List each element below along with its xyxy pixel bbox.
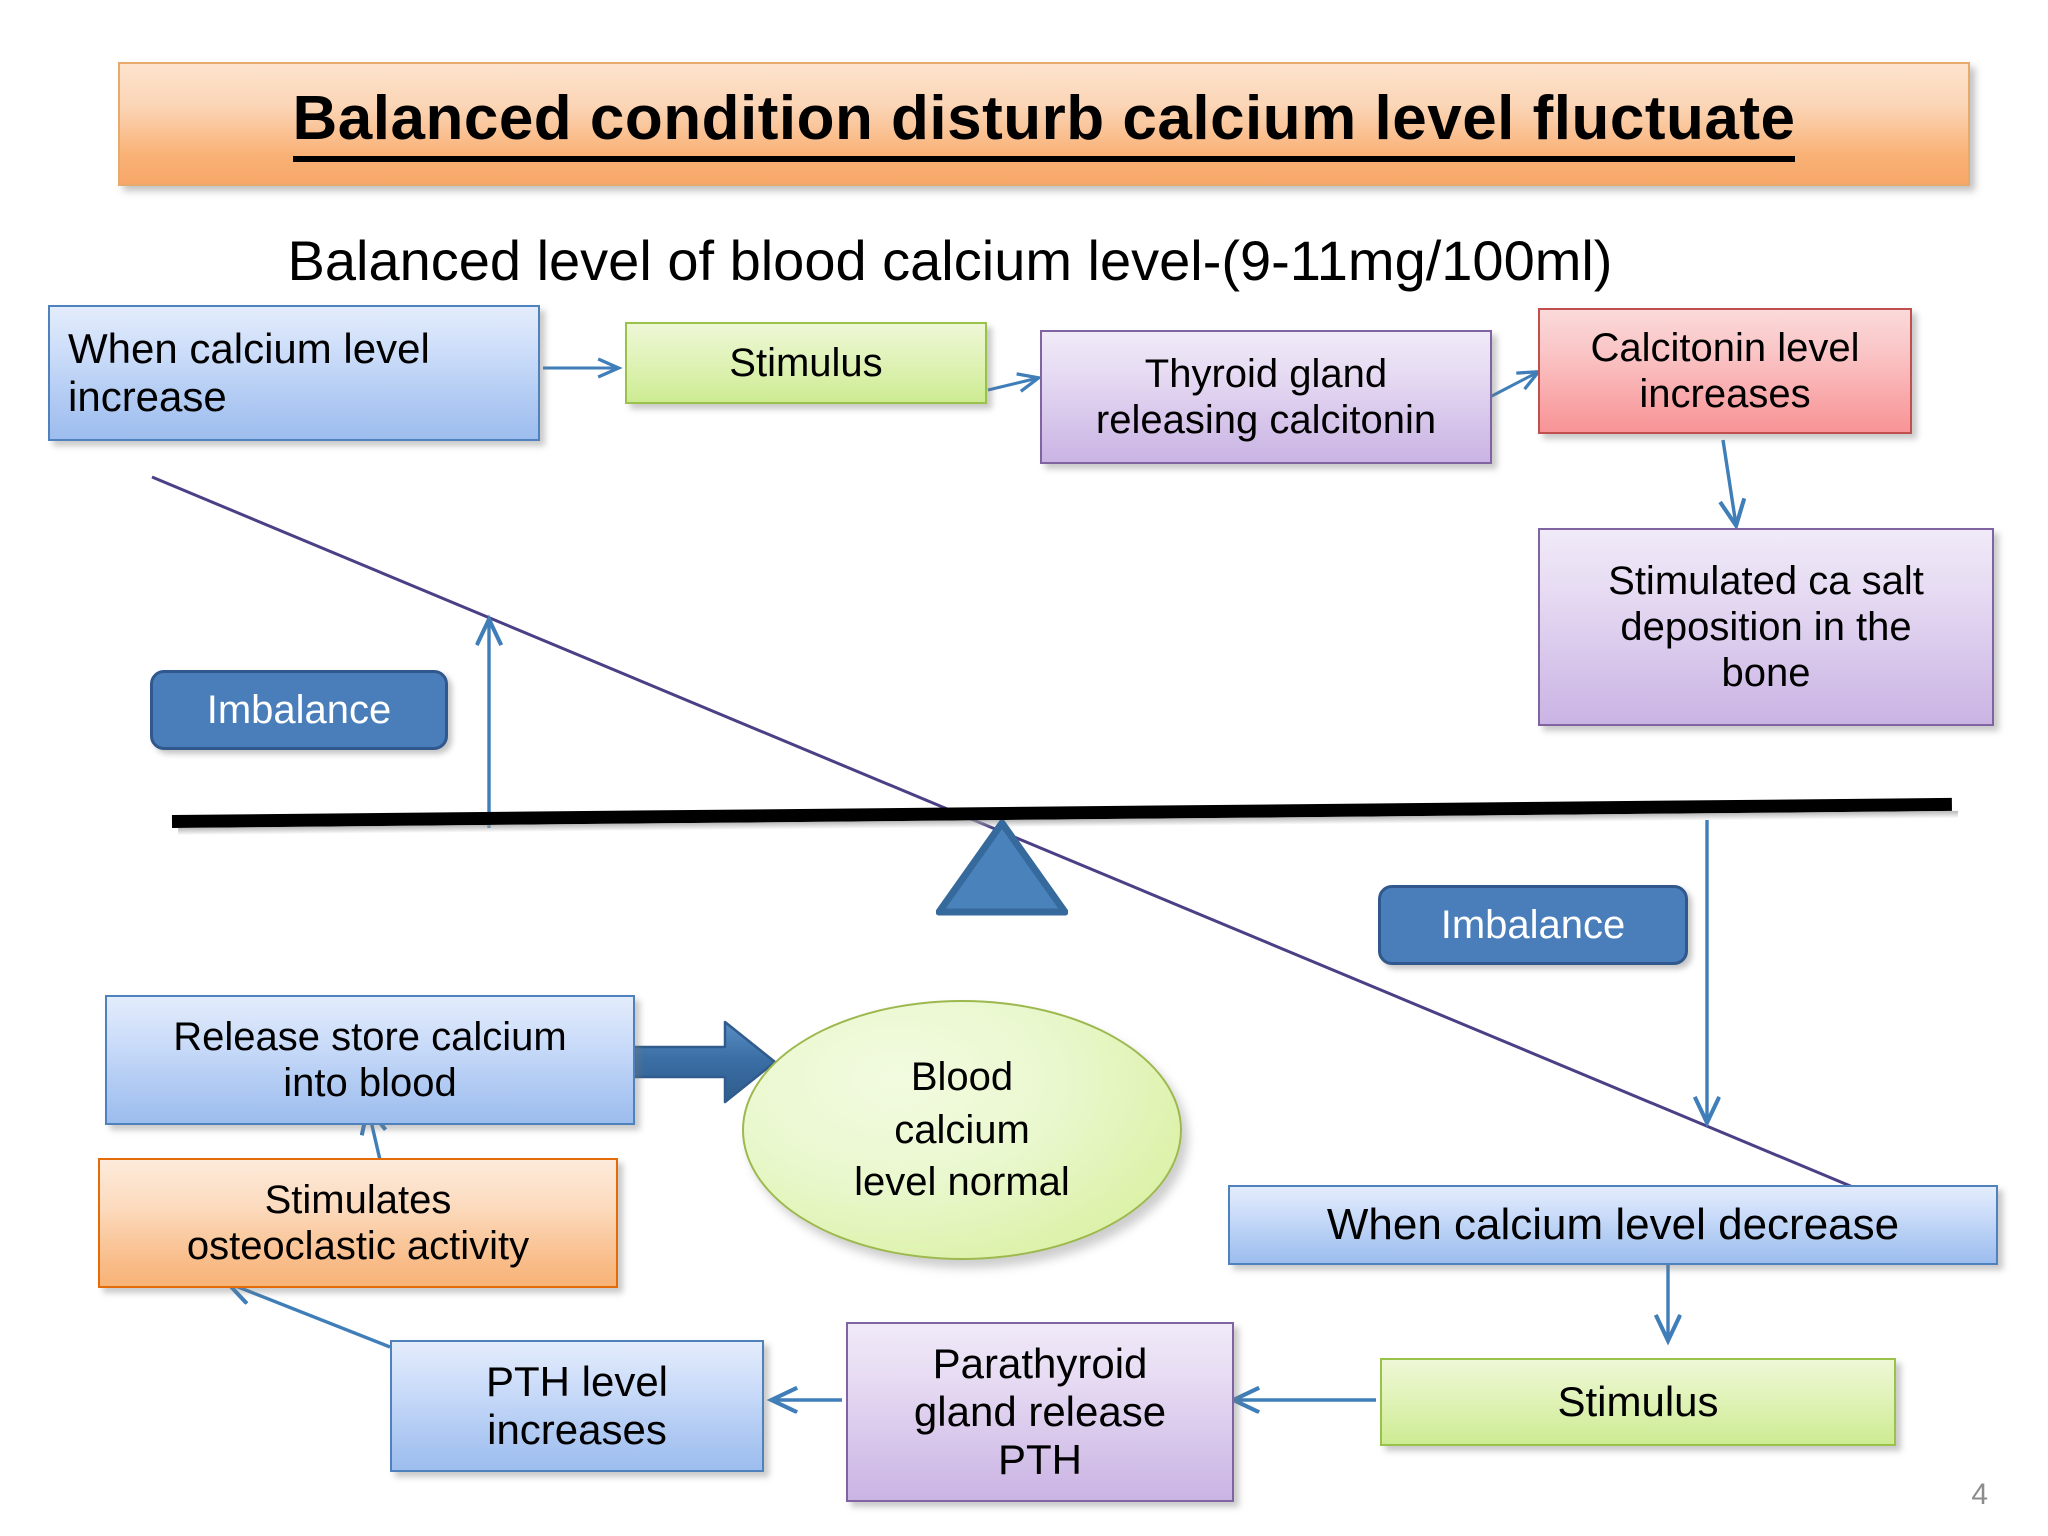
node-imbalance-left-label: Imbalance [206,687,392,732]
node-blood-line-2: calcium [894,1107,1030,1152]
node-parathyroid-line-1: Parathyroid [932,1339,1148,1387]
node-stimulus-bottom-label: Stimulus [1557,1377,1719,1425]
node-stimulus-top[interactable]: Stimulus [625,322,987,404]
arrow-calcitonin-to-deposition [1723,439,1736,525]
slide-subtitle: Balanced level of blood calcium level-(9… [287,229,1613,292]
node-release-store-calcium[interactable]: Release store calcium into blood [105,995,635,1125]
node-deposition-line-2: deposition in the [1620,605,1912,649]
node-calcium-decrease[interactable]: When calcium level decrease [1228,1185,1998,1265]
node-osteoclastic-line-1: Stimulates [264,1178,452,1222]
node-release-line-2: into blood [283,1061,457,1105]
node-imbalance-left[interactable]: Imbalance [150,670,448,750]
arrow-stimulus-to-thyroid [987,372,1043,393]
node-calcium-decrease-label: When calcium level decrease [1326,1199,1900,1249]
node-osteoclastic-line-2: osteoclastic activity [186,1224,530,1268]
node-deposition-line-1: Stimulated ca salt [1608,559,1924,603]
page-title: Balanced condition disturb calcium level… [292,86,1796,162]
node-calcium-increase-line-2: increase [68,373,227,420]
node-imbalance-right[interactable]: Imbalance [1378,885,1688,965]
node-pth-line-2: increases [487,1406,667,1453]
node-stimulus-bottom[interactable]: Stimulus [1380,1358,1896,1446]
node-thyroid-gland[interactable]: Thyroid gland releasing calcitonin [1040,330,1492,464]
node-calcitonin-line-1: Calcitonin level [1590,326,1860,370]
node-pth-line-1: PTH level [485,1357,669,1405]
page-number: 4 [1971,1478,1988,1511]
node-stimulates-osteoclastic[interactable]: Stimulates osteoclastic activity [98,1158,618,1288]
node-parathyroid-release[interactable]: Parathyroid gland release PTH [846,1322,1234,1502]
arrow-pth-to-osteoclastic [228,1283,391,1349]
node-calcium-increase-line-1: When calcium level [68,324,430,372]
node-ca-salt-deposition[interactable]: Stimulated ca salt deposition in the bon… [1538,528,1994,726]
node-blood-line-1: Blood [910,1054,1014,1099]
node-stimulus-top-label: Stimulus [729,341,883,385]
arrow-thyroid-to-calcitonin [1487,369,1543,400]
node-deposition-line-3: bone [1721,651,1811,695]
node-release-line-1: Release store calcium [173,1015,567,1059]
slide-title-banner: Balanced condition disturb calcium level… [118,62,1970,186]
node-calcitonin-increase[interactable]: Calcitonin level increases [1538,308,1912,434]
node-pth-level-increases[interactable]: PTH level increases [390,1340,764,1472]
node-calcium-increase[interactable]: When calcium level increase [48,305,540,441]
node-parathyroid-line-2: gland release [913,1387,1167,1435]
node-calcitonin-line-2: increases [1639,372,1811,416]
node-thyroid-line-2: releasing calcitonin [1095,398,1437,442]
node-parathyroid-line-3: PTH [998,1436,1082,1484]
node-blood-calcium-normal[interactable]: Blood calcium level normal [742,1000,1182,1260]
node-imbalance-right-label: Imbalance [1440,902,1626,947]
fulcrum-triangle [936,820,1068,916]
node-thyroid-line-1: Thyroid gland [1144,352,1388,396]
node-blood-line-3: level normal [854,1160,1070,1205]
